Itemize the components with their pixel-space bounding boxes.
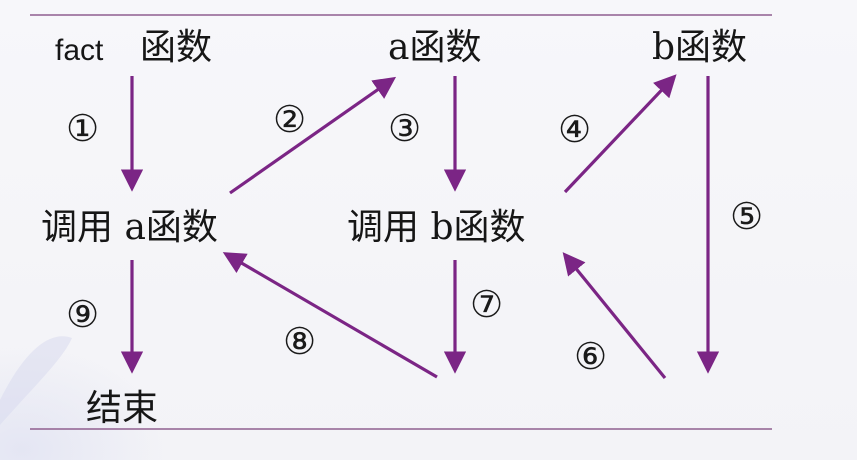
- call-a-label: 调用 a函数: [41, 207, 218, 248]
- step-6-label: ⑥: [574, 335, 607, 378]
- step-5-label: ⑤: [730, 195, 763, 238]
- arrow-step-8: [222, 252, 438, 379]
- arrow-step-4: [563, 74, 677, 194]
- step-9-label: ⑨: [66, 293, 99, 336]
- call-b-label: 调用 b函数: [347, 207, 526, 248]
- arrow-step-2: [229, 76, 397, 195]
- step-4-label: ④: [558, 108, 591, 151]
- arrow-step-6: [562, 252, 667, 380]
- background-decoration: [0, 330, 180, 460]
- b-function-label: b函数: [652, 27, 747, 68]
- step-7-label: ⑦: [470, 283, 503, 326]
- step-8-label: ⑧: [283, 320, 316, 363]
- step-3-label: ③: [388, 107, 421, 150]
- end-label: 结束: [86, 388, 158, 429]
- a-function-label: a函数: [388, 27, 481, 68]
- step-1-label: ①: [66, 107, 99, 150]
- decorative-swirl: [0, 336, 72, 425]
- fact-function-label: 函数: [140, 27, 212, 68]
- step-2-label: ②: [273, 98, 306, 141]
- fact-label: fact: [55, 34, 104, 67]
